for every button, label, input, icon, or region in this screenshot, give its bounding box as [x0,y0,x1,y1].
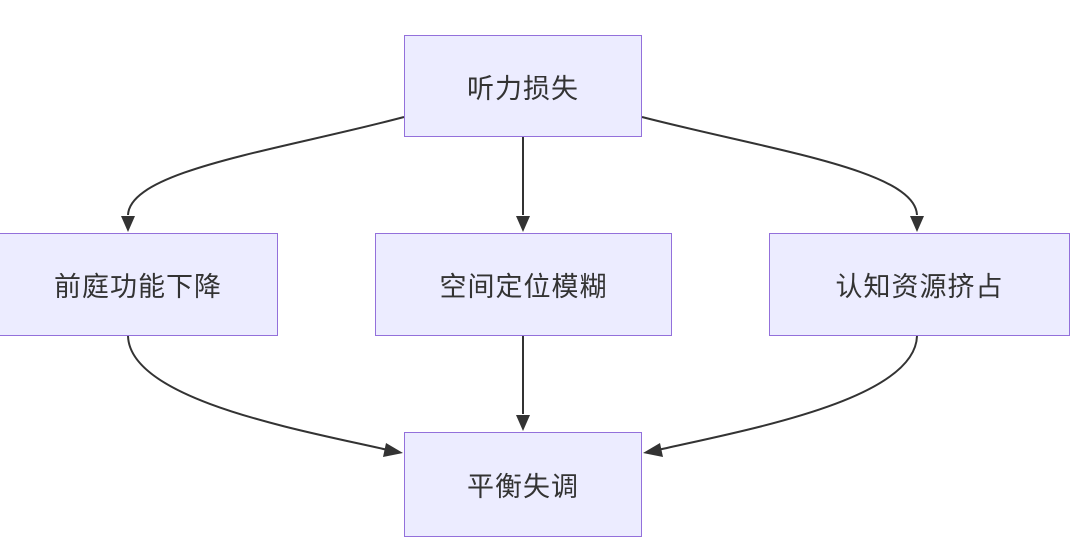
node-vestibular-decline-label: 前庭功能下降 [54,272,222,303]
node-hearing-loss-label: 听力损失 [467,73,579,105]
node-spatial-blur: 空间定位模糊 [375,233,672,336]
edge-top-to-left [127,116,405,216]
node-balance-disorder: 平衡失调 [404,432,642,537]
edge-left-to-bottom [127,335,389,451]
node-balance-disorder-label: 平衡失调 [467,472,579,503]
edge-top-to-right [641,116,918,216]
arrowhead-left [121,216,135,232]
arrowhead-bottom-left [383,443,403,457]
node-cognitive-load: 认知资源挤占 [769,233,1070,336]
edge-right-to-bottom [657,335,918,451]
node-vestibular-decline: 前庭功能下降 [0,233,278,336]
arrowhead-middle [516,216,530,232]
arrowhead-right [910,216,924,232]
arrowhead-bottom-middle [516,415,530,431]
node-spatial-blur-label: 空间定位模糊 [439,272,608,303]
node-hearing-loss: 听力损失 [404,35,642,137]
arrowhead-bottom-right [643,443,663,457]
node-cognitive-load-label: 认知资源挤占 [835,272,1004,303]
